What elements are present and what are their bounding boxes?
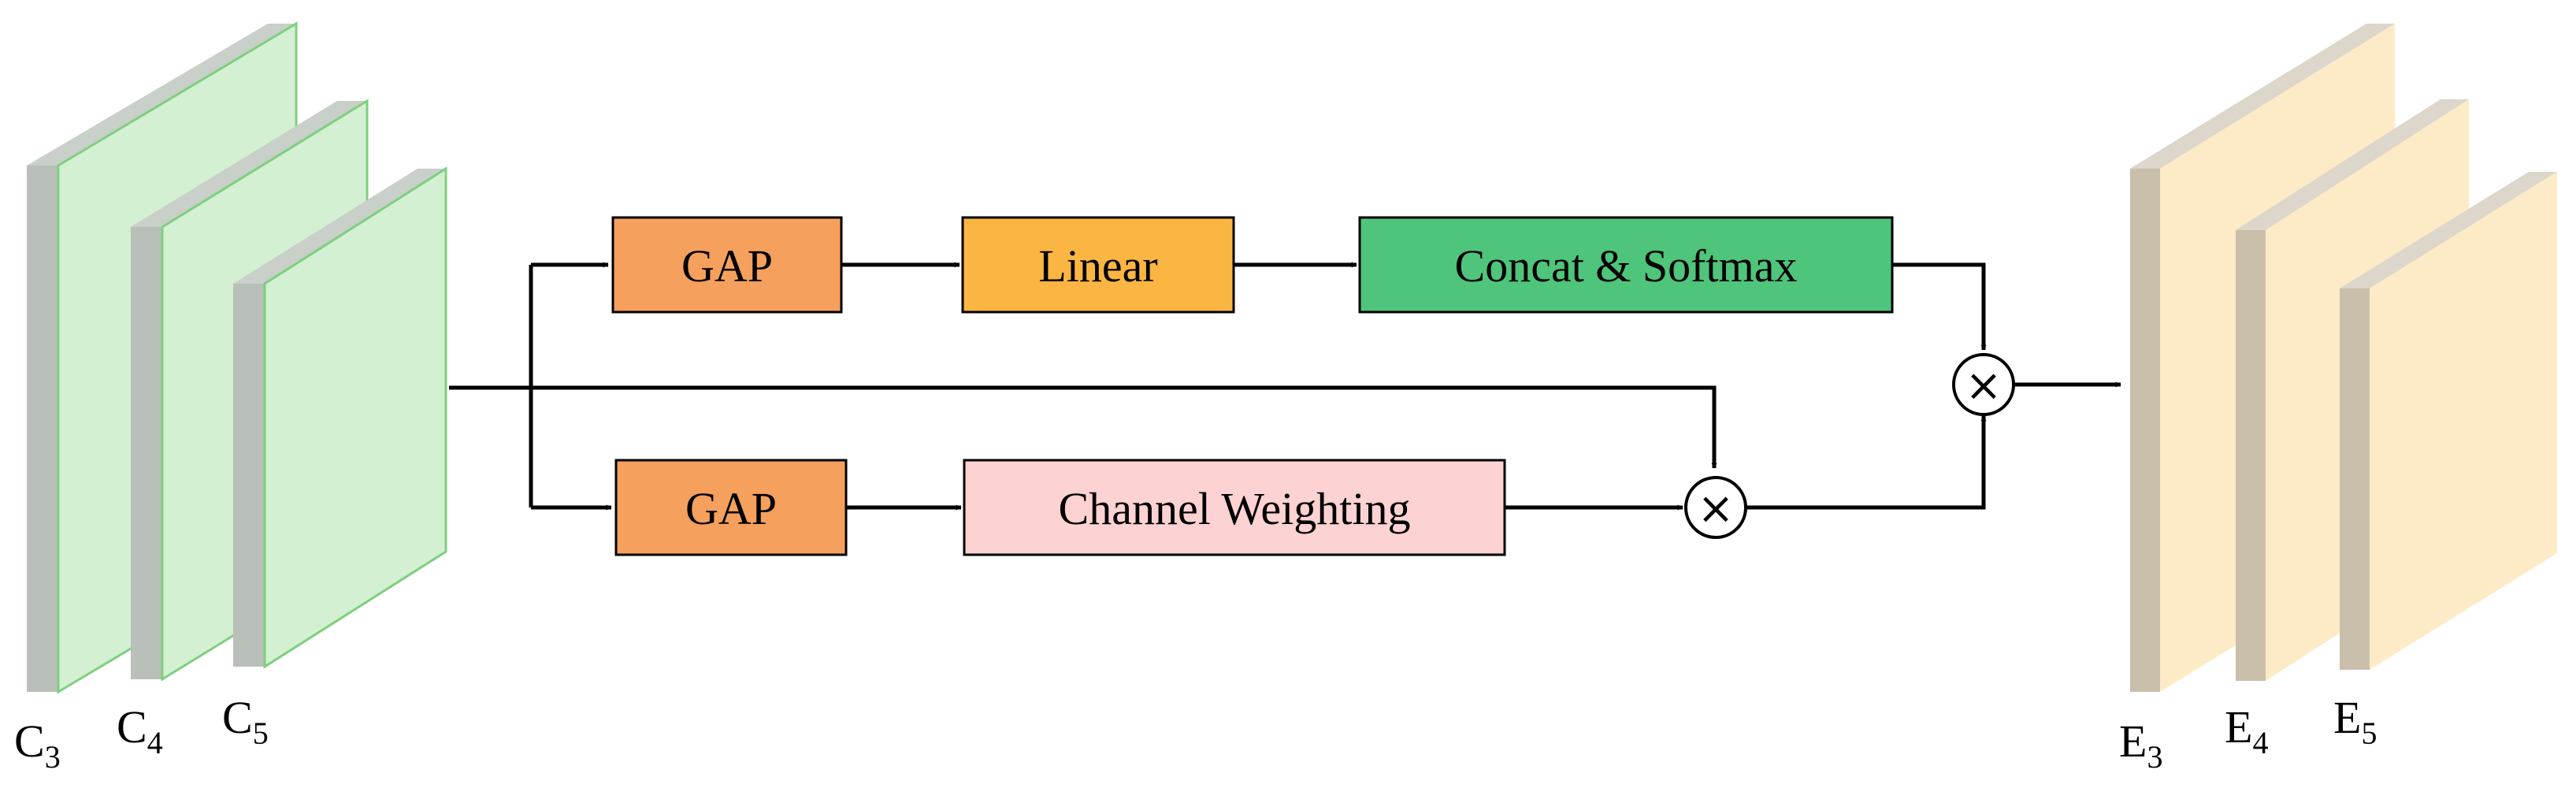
output-feature-map-e5 xyxy=(2340,172,2557,670)
multiply-symbol-lower: × xyxy=(1698,483,1735,534)
c4-side xyxy=(131,227,162,679)
channel-weighting-label: Channel Weighting xyxy=(1059,483,1411,534)
e5-top-edge xyxy=(2340,172,2557,288)
c3-top-edge xyxy=(27,24,296,165)
e4-top-edge xyxy=(2236,99,2469,230)
gap-bottom-label: GAP xyxy=(685,483,777,534)
c5-face xyxy=(263,166,447,669)
e3-top-edge xyxy=(2130,24,2395,169)
label-c3: C3 xyxy=(14,716,61,775)
c5-top-edge xyxy=(233,169,446,284)
multiply-symbol-upper: × xyxy=(1965,360,2003,411)
connectors xyxy=(449,262,2121,511)
arrow-c5-to-lower-multiply xyxy=(449,385,1717,469)
concat-softmax-label: Concat & Softmax xyxy=(1455,240,1798,292)
input-feature-map-c5 xyxy=(233,166,447,669)
multiply-operator-upper: × xyxy=(1952,353,2015,416)
c5-side xyxy=(233,284,265,667)
gap-box-top: GAP xyxy=(611,216,843,314)
arrow-concat-to-upper-multiply xyxy=(1892,262,1987,351)
e5-side xyxy=(2340,288,2370,670)
label-e5: E5 xyxy=(2333,692,2377,751)
channel-weighting-box: Channel Weighting xyxy=(963,459,1506,556)
multiply-operator-lower: × xyxy=(1684,476,1747,539)
e3-side xyxy=(2130,169,2160,692)
label-e3: E3 xyxy=(2119,716,2162,775)
label-c5: C5 xyxy=(222,692,269,751)
concat-softmax-box: Concat & Softmax xyxy=(1358,216,1894,314)
arrow-lower-to-upper-multiply xyxy=(1746,415,1987,510)
gap-top-label: GAP xyxy=(681,240,773,292)
c4-top-edge xyxy=(131,101,367,227)
c3-side xyxy=(27,165,58,692)
e5-face xyxy=(2370,172,2557,670)
linear-label: Linear xyxy=(1038,240,1157,292)
label-c4: C4 xyxy=(117,701,163,760)
label-e4: E4 xyxy=(2225,701,2268,760)
linear-box: Linear xyxy=(961,216,1235,314)
gap-box-bottom: GAP xyxy=(614,459,848,556)
e4-side xyxy=(2236,230,2266,681)
